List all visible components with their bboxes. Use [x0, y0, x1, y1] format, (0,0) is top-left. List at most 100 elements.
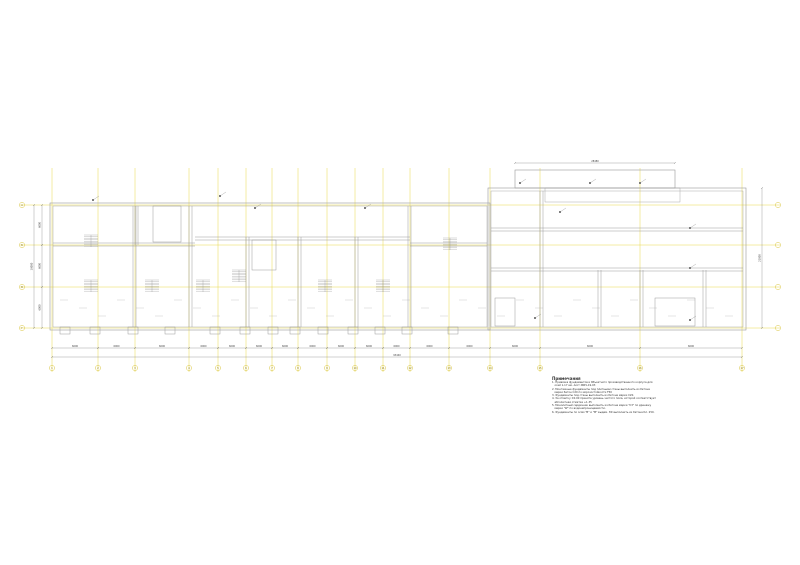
- dim-span-label: 6000: [229, 345, 236, 348]
- dim-tick: [538, 346, 542, 350]
- marker-leader: [689, 315, 697, 321]
- dim-tick: [760, 186, 764, 190]
- marker-leader: [534, 313, 542, 319]
- wall-outer: [487, 187, 747, 331]
- marker-leader: [589, 178, 597, 184]
- dim-tick: [488, 346, 492, 350]
- axis-label: 8: [297, 366, 299, 370]
- axis-bubble: [19, 284, 25, 290]
- dim-span-label: 6000: [512, 345, 519, 348]
- dim-span-label: 6000: [466, 345, 473, 348]
- note-line: 5. Монолитный сердечник выполнить из бет…: [552, 404, 652, 408]
- dim-span-label: 6000: [393, 345, 400, 348]
- axis-bubble: [19, 325, 25, 331]
- axis-label: 2: [97, 366, 99, 370]
- axis-label: 12: [408, 366, 412, 370]
- dim-tick: [325, 346, 329, 350]
- axis-bubble: [215, 365, 221, 371]
- pilaster: [164, 326, 176, 335]
- axis-bubble: [269, 365, 275, 371]
- pilaster: [89, 326, 101, 335]
- axis-bubble: [243, 365, 249, 371]
- dim-tick: [447, 346, 451, 350]
- axis-bubble: [186, 365, 192, 371]
- marker-leader: [219, 191, 227, 197]
- axis-bubble: [49, 365, 55, 371]
- dim-tick: [270, 346, 274, 350]
- dim-annex-label: 28480: [591, 160, 599, 163]
- marker-leader: [254, 203, 262, 209]
- axis-bubble: [380, 365, 386, 371]
- pilaster: [347, 326, 359, 335]
- dim-tick: [513, 161, 517, 165]
- room-box: [152, 205, 182, 243]
- dim-tick: [32, 203, 36, 207]
- dim-tick: [740, 355, 744, 359]
- dim-tick: [296, 346, 300, 350]
- dimension-lines: 6000 6000 6000 6000 6000 6000 6000 6000 6000 6000…: [31, 160, 764, 359]
- pilaster: [127, 326, 139, 335]
- axis-bubble: [19, 202, 25, 208]
- note-line: марки бетон С20 по морозостойкости F50: [552, 390, 612, 394]
- dim-span-label: 6000: [426, 345, 433, 348]
- dim-tick: [40, 326, 44, 330]
- note-line: 1. Привязка фундаментов и ббъектного про…: [552, 381, 653, 384]
- axis-label: 15: [538, 366, 542, 370]
- axis-label: 14: [488, 366, 492, 370]
- pilaster: [289, 326, 301, 335]
- note-line: осей 1-17 ам. лист ЖБЧ-19-03: [552, 384, 596, 388]
- axis-bubble: [407, 365, 413, 371]
- room-box: [654, 297, 696, 327]
- axis-bubble: [95, 365, 101, 371]
- dim-overall-label: 93440: [393, 354, 401, 357]
- dim-tick: [32, 326, 36, 330]
- note-line: марки "W" по водонепроницаемости.: [552, 407, 606, 411]
- axis-bubble: [775, 325, 781, 331]
- axis-label: 11: [381, 366, 385, 370]
- axis-bubble: [775, 284, 781, 290]
- dim-span-label: 6000: [338, 345, 345, 348]
- axis-bubble: [295, 365, 301, 371]
- axis-label: Б: [21, 243, 23, 247]
- dim-tick: [740, 346, 744, 350]
- dim-span-label: 6000: [256, 345, 263, 348]
- axis-bubble: [132, 365, 138, 371]
- pilaster: [401, 326, 413, 335]
- dim-vertical-annex-label: 21000: [759, 254, 762, 262]
- annex-strip: [544, 187, 681, 203]
- axis-label: 7: [271, 366, 273, 370]
- axis-label: 5: [217, 366, 219, 370]
- dim-span-label: 6000: [309, 345, 316, 348]
- marker-leader: [364, 203, 372, 209]
- axis-bubble: [637, 365, 643, 371]
- dim-span-label: 6000: [159, 345, 166, 348]
- dim-tick: [244, 346, 248, 350]
- axis-bubble: [446, 365, 452, 371]
- dim-span-label: 6000: [587, 345, 594, 348]
- axis-label: 3: [134, 366, 136, 370]
- axis-bubble: [352, 365, 358, 371]
- dim-tick: [381, 346, 385, 350]
- dim-vertical-label: 6000: [39, 304, 42, 311]
- dim-tick: [673, 161, 677, 165]
- axis-label: Г: [21, 326, 23, 330]
- dim-span-label: 6000: [200, 345, 207, 348]
- axis-label: А: [21, 203, 23, 207]
- dim-tick: [40, 243, 44, 247]
- wall-inner: [490, 190, 744, 328]
- notes-block: Примечания 1. Привязка фундаментов и ббъ…: [552, 376, 712, 414]
- axis-label: 13: [447, 366, 451, 370]
- dim-tick: [353, 346, 357, 350]
- dim-vertical-label: 6000: [39, 221, 42, 228]
- pilaster: [209, 326, 221, 335]
- axis-bubble: [775, 202, 781, 208]
- axis-bubble: [19, 242, 25, 248]
- foundation-walls: [49, 169, 747, 335]
- dim-vertical-label: 6000: [39, 262, 42, 269]
- room-box: [494, 297, 516, 327]
- note-line: 2. Монтажные фундаменты под плитными сте…: [552, 387, 650, 391]
- dim-tick: [408, 346, 412, 350]
- axis-bubble: [739, 365, 745, 371]
